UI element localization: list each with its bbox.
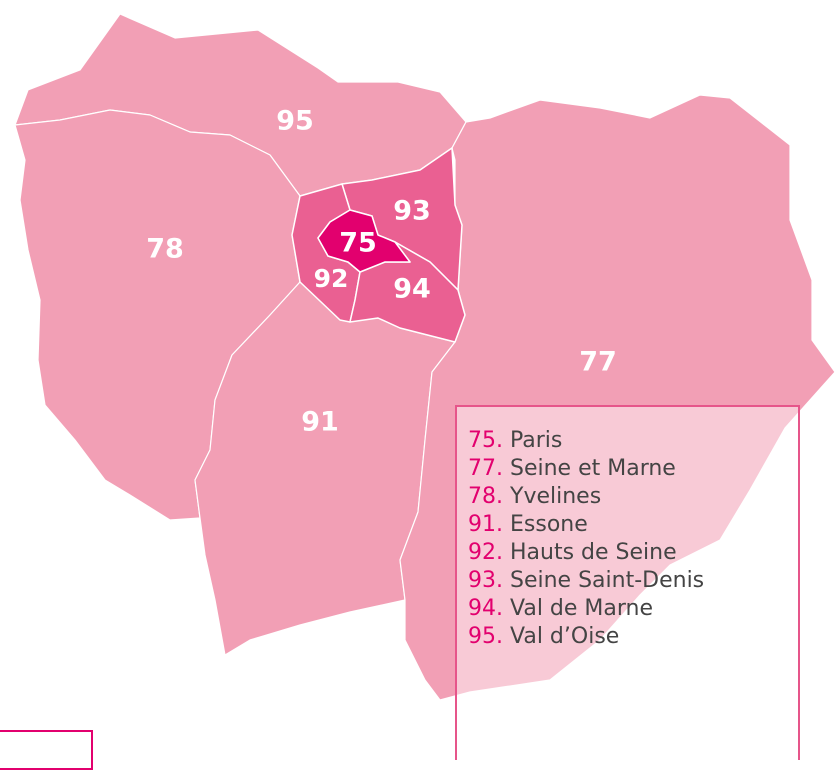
legend-item: 92. Hauts de Seine	[468, 539, 798, 567]
region-75[interactable]	[317, 209, 411, 273]
label-77: 77	[579, 347, 617, 378]
legend-label: Paris	[510, 428, 563, 453]
legend-number: 77.	[468, 456, 510, 481]
legend-number: 78.	[468, 484, 510, 509]
legend-number: 94.	[468, 596, 510, 621]
legend-label: Val d’Oise	[510, 624, 620, 649]
label-95: 95	[276, 106, 314, 137]
legend-item: 94. Val de Marne	[468, 595, 798, 623]
label-93: 93	[393, 196, 431, 227]
legend-number: 95.	[468, 624, 510, 649]
legend-item: 93. Seine Saint-Denis	[468, 567, 798, 595]
label-91: 91	[301, 407, 339, 438]
label-94: 94	[393, 274, 431, 305]
legend-label: Val de Marne	[510, 596, 654, 621]
legend-label: Seine et Marne	[510, 456, 676, 481]
legend-item: 95. Val d’Oise	[468, 623, 798, 651]
label-75: 75	[339, 228, 377, 259]
legend-item: 77. Seine et Marne	[468, 455, 798, 483]
map-legend: 75. Paris 77. Seine et Marne 78. Yveline…	[455, 405, 800, 760]
legend-item: 75. Paris	[468, 427, 798, 455]
legend-number: 75.	[468, 428, 510, 453]
legend-label: Yvelines	[510, 484, 602, 509]
legend-number: 93.	[468, 568, 510, 593]
label-92: 92	[314, 264, 349, 293]
legend-label: Hauts de Seine	[510, 540, 677, 565]
legend-number: 91.	[468, 512, 510, 537]
label-78: 78	[146, 234, 184, 265]
legend-label: Essone	[510, 512, 588, 537]
legend-item: 78. Yvelines	[468, 483, 798, 511]
legend-item: 91. Essone	[468, 511, 798, 539]
corner-frame	[0, 730, 93, 770]
legend-label: Seine Saint-Denis	[510, 568, 705, 593]
legend-number: 92.	[468, 540, 510, 565]
